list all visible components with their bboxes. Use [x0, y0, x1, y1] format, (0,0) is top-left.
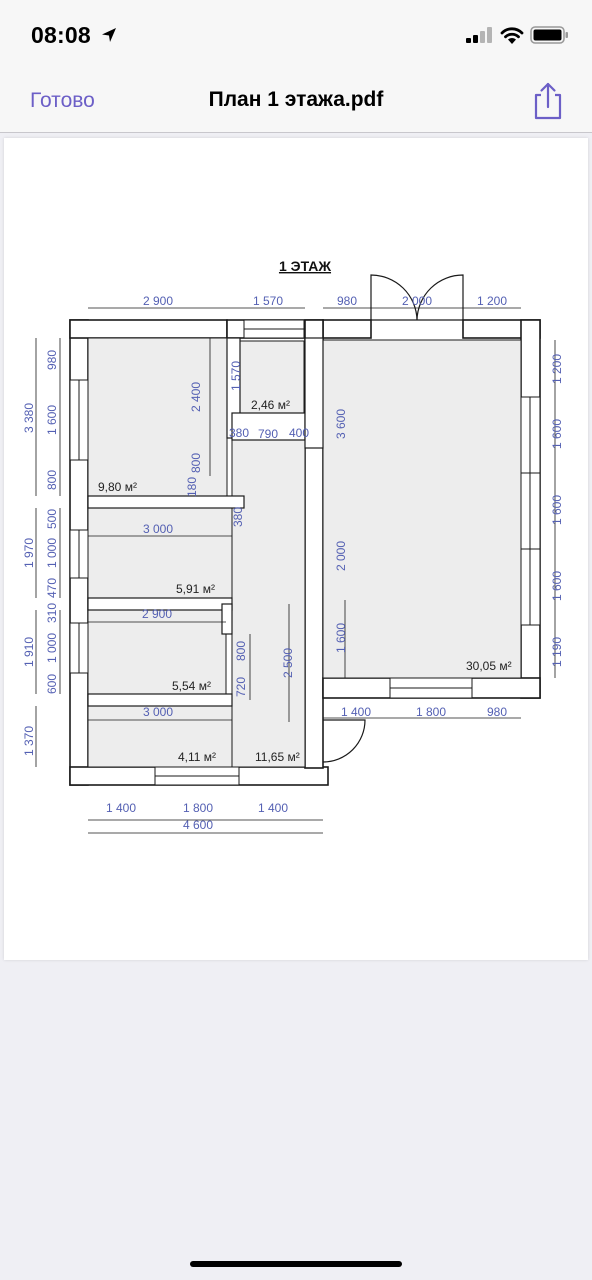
windows: [69, 319, 541, 786]
location-arrow-icon: [102, 28, 116, 42]
dim-left-600: 600: [45, 674, 59, 694]
room-7-living: [322, 339, 522, 679]
dim-left-1600: 1 600: [45, 405, 59, 435]
dim-top-1200: 1 200: [477, 294, 507, 308]
dim-inner-2000: 2 000: [334, 541, 348, 571]
status-bar: 08:08: [0, 0, 592, 70]
done-button[interactable]: Готово: [30, 89, 95, 112]
floor-plan: 1 ЭТАЖ: [22, 258, 564, 834]
dim-inner-800a: 800: [189, 453, 203, 473]
wifi-icon: [500, 27, 524, 44]
room-1: [87, 337, 228, 497]
dim-inner-3000a: 3 000: [143, 522, 173, 536]
dim-foot-1400b: 1 400: [258, 801, 288, 815]
dim-inner-380b: 380: [231, 507, 245, 527]
status-time: 08:08: [31, 22, 91, 48]
room-5: [87, 705, 233, 768]
dim-top-2000: 2 000: [402, 294, 432, 308]
pdf-page[interactable]: 1 ЭТАЖ: [4, 138, 588, 960]
dim-foot-1400a: 1 400: [106, 801, 136, 815]
dim-top-2900: 2 900: [143, 294, 173, 308]
room-6-hall: [231, 439, 306, 768]
dim-right-1190: 1 190: [550, 637, 564, 667]
dim-inner-400: 400: [289, 426, 309, 440]
dim-inner-1600c: 1 600: [334, 623, 348, 653]
dim-left-1000b: 1 000: [45, 633, 59, 663]
room-5-area: 4,11 м²: [178, 750, 216, 764]
dim-inner-2500: 2 500: [281, 648, 295, 678]
room-6-area: 11,65 м²: [255, 750, 300, 764]
interior-walls: [87, 337, 324, 707]
dim-left-500: 500: [45, 509, 59, 529]
dim-left-310: 310: [45, 603, 59, 623]
room-3-area: 5,91 м²: [176, 582, 215, 596]
dim-right-1600c: 1 600: [550, 571, 564, 601]
dim-inner-1570: 1 570: [229, 361, 243, 391]
room-1-area: 9,80 м²: [98, 480, 137, 494]
dim-left-1970: 1 970: [22, 538, 36, 568]
dim-left-800: 800: [45, 470, 59, 490]
room-4: [87, 609, 227, 696]
dim-right-1600a: 1 600: [550, 419, 564, 449]
dim-left-470: 470: [45, 578, 59, 598]
dim-inner-790: 790: [258, 427, 278, 441]
dim-top-980: 980: [337, 294, 357, 308]
dim-bottom-980: 980: [487, 705, 507, 719]
dim-left-1370: 1 370: [22, 726, 36, 756]
dim-bottom-1800a: 1 800: [416, 705, 446, 719]
share-icon[interactable]: [528, 80, 568, 122]
dim-left-3380: 3 380: [22, 403, 36, 433]
dimension-lines: [35, 307, 556, 834]
doors: [322, 274, 464, 763]
cellular-signal-icon: [466, 27, 492, 43]
dim-left-980: 980: [45, 350, 59, 370]
room-7-area: 30,05 м²: [466, 659, 512, 673]
room-fills: [87, 337, 522, 768]
dim-inner-2900b: 2 900: [142, 607, 172, 621]
dim-inner-2400: 2 400: [189, 382, 203, 412]
dim-left-1000a: 1 000: [45, 538, 59, 568]
dim-inner-180: 180: [185, 477, 199, 497]
dim-right-1200: 1 200: [550, 354, 564, 384]
dim-inner-800b: 800: [234, 641, 248, 661]
battery-icon: [530, 26, 568, 44]
dim-inner-720: 720: [234, 677, 248, 697]
dim-right-1600b: 1 600: [550, 495, 564, 525]
dim-left-1910: 1 910: [22, 637, 36, 667]
dim-bottom-1400a: 1 400: [341, 705, 371, 719]
dim-inner-3000b: 3 000: [143, 705, 173, 719]
home-indicator[interactable]: [190, 1261, 402, 1267]
dim-top-1570: 1 570: [253, 294, 283, 308]
navigation-bar: Готово План 1 этажа.pdf: [0, 70, 592, 133]
room-4-area: 5,54 м²: [172, 679, 211, 693]
room-2-area: 2,46 м²: [251, 398, 290, 412]
dim-foot-4600: 4 600: [183, 818, 213, 832]
dim-inner-3600: 3 600: [334, 409, 348, 439]
dim-inner-380a: 380: [229, 426, 249, 440]
room-3: [87, 507, 233, 599]
room-2-bath: [239, 340, 305, 414]
dim-foot-1800: 1 800: [183, 801, 213, 815]
plan-title: 1 ЭТАЖ: [279, 258, 331, 274]
